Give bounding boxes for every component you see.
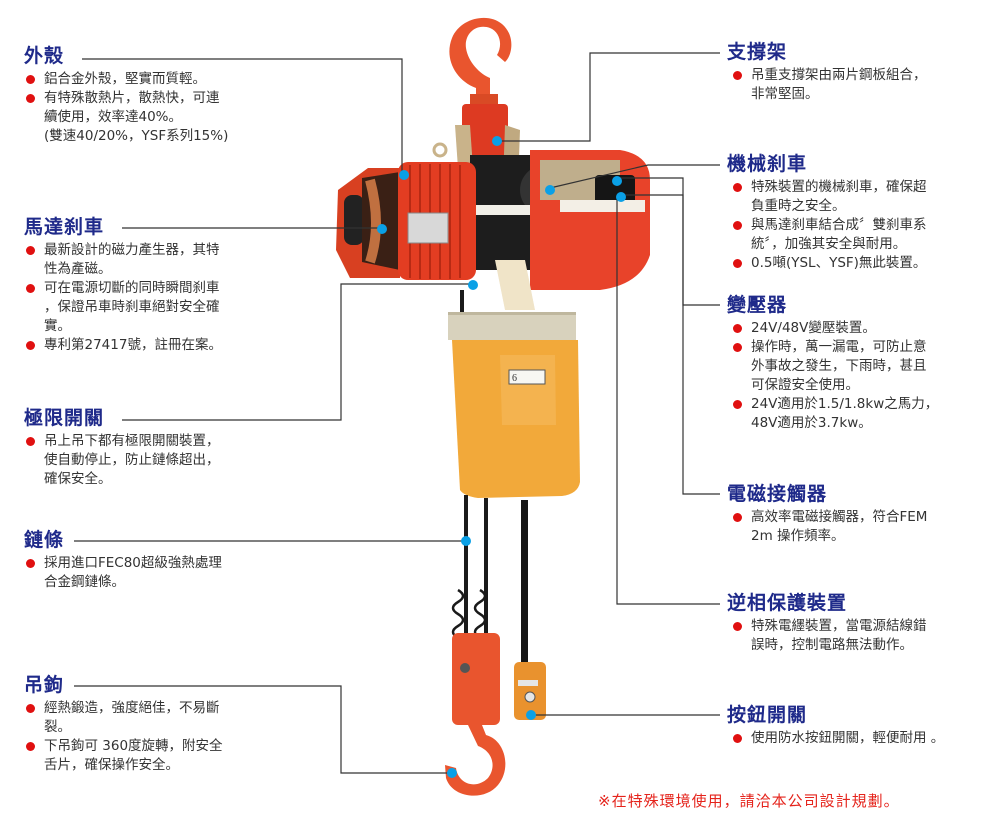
marker-push-button xyxy=(526,710,536,720)
section-title: 鏈條 xyxy=(24,529,65,551)
bullet-item: 操作時，萬一漏電，可防止意 外事故之發生，下雨時，甚且 可保證安全使用。 xyxy=(727,338,995,395)
section-housing: 外殼 鋁合金外殼，堅實而質輕。 有特殊散熱片，散熱快，可連 續使用，效率達40%… xyxy=(24,44,294,146)
section-title: 吊鉤 xyxy=(24,674,65,696)
marker-contactor xyxy=(616,192,626,202)
bullet-dot-icon xyxy=(733,221,742,230)
section-contactor: 電磁接觸器 高效率電磁接觸器，符合FEM 2m 操作頻率。 xyxy=(727,482,995,546)
bullet-item: 採用進口FEC80超級強熱處理 合金鋼鏈條。 xyxy=(24,554,294,592)
section-motor-brake: 馬達刹車 最新設計的磁力產生器，其特 性為產磁。 可在電源切斷的同時瞬間刹車 ，… xyxy=(24,215,294,355)
footnote: ※在特殊環境使用，請洽本公司設計規劃。 xyxy=(598,792,900,810)
callout-markers xyxy=(377,136,626,778)
bullet-dot-icon xyxy=(26,246,35,255)
bullet-item: 使用防水按鈕開關，輕便耐用 。 xyxy=(727,729,995,748)
marker-motor-brake xyxy=(377,224,387,234)
top-hook xyxy=(449,17,512,100)
bullet-dot-icon xyxy=(26,704,35,713)
bullet-dot-icon xyxy=(733,343,742,352)
bullet-dot-icon xyxy=(733,513,742,522)
bullet-item: 與馬達刹車結合成〞雙刹車系 統〞，加強其安全與耐用。 xyxy=(727,216,995,254)
section-mechanical-brake: 機械刹車 特殊裝置的機械刹車，確保超 負重時之安全。 與馬達刹車結合成〞雙刹車系… xyxy=(727,152,995,273)
section-title: 極限開關 xyxy=(24,407,105,429)
bullet-dot-icon xyxy=(733,324,742,333)
bullet-dot-icon xyxy=(733,400,742,409)
bullet-item: 吊上吊下都有極限開關裝置， 使自動停止，防止鏈條超出， 確保安全。 xyxy=(24,432,294,489)
bullet-dot-icon xyxy=(733,259,742,268)
bullet-dot-icon xyxy=(26,75,35,84)
marker-housing xyxy=(399,170,409,180)
marker-mechanical-brake xyxy=(545,185,555,195)
section-title: 按鈕開關 xyxy=(727,704,808,726)
marker-transformer xyxy=(612,176,622,186)
bullet-dot-icon xyxy=(26,559,35,568)
bullet-dot-icon xyxy=(26,284,35,293)
marker-limit-switch xyxy=(468,280,478,290)
section-limit-switch: 極限開關 吊上吊下都有極限開關裝置， 使自動停止，防止鏈條超出， 確保安全。 xyxy=(24,406,294,489)
bullet-item: 有特殊散熱片，散熱快，可連 續使用，效率達40%。 (雙速40/20%，YSF系… xyxy=(24,89,294,146)
bullet-item: 鋁合金外殼，堅實而質輕。 xyxy=(24,70,294,89)
bag-label: 6 xyxy=(512,373,517,384)
bullet-dot-icon xyxy=(733,734,742,743)
section-title: 外殼 xyxy=(24,45,65,67)
section-title: 變壓器 xyxy=(727,294,788,316)
section-title: 支撐架 xyxy=(727,41,788,63)
leader-lines xyxy=(74,52,720,774)
bullet-dot-icon xyxy=(26,341,35,350)
bullet-dot-icon xyxy=(26,742,35,751)
section-title: 機械刹車 xyxy=(727,153,808,175)
lower-hook xyxy=(445,725,506,796)
bullet-item: 特殊電纆裝置，當電源結線錯 誤時，控制電路無法動作。 xyxy=(727,617,995,655)
bullet-item: 24V/48V變壓裝置。 xyxy=(727,319,995,338)
section-hook: 吊鉤 經熱鍛造，強度絕佳，不易斷 裂。 下吊鉤可 360度旋轉，附安全 舌片，確… xyxy=(24,673,294,775)
section-chain: 鏈條 採用進口FEC80超級強熱處理 合金鋼鏈條。 xyxy=(24,528,294,592)
lower-hook-block xyxy=(452,633,500,725)
bullet-dot-icon xyxy=(26,94,35,103)
pendant-control xyxy=(514,662,546,720)
section-push-button: 按鈕開關 使用防水按鈕開關，輕便耐用 。 xyxy=(727,703,995,748)
bullet-item: 可在電源切斷的同時瞬間刹車 ，保證吊車時刹車絕對安全確 實。 xyxy=(24,279,294,336)
section-title: 馬達刹車 xyxy=(24,216,105,238)
marker-support-frame xyxy=(492,136,502,146)
bullet-dot-icon xyxy=(733,71,742,80)
bullet-dot-icon xyxy=(733,183,742,192)
marker-chain xyxy=(461,536,471,546)
section-phase-protection: 逆相保護裝置 特殊電纆裝置，當電源結線錯 誤時，控制電路無法動作。 xyxy=(727,591,995,655)
section-support-frame: 支撐架 吊重支撐架由兩片鋼板組合， 非常堅固。 xyxy=(727,40,995,104)
section-title: 逆相保護裝置 xyxy=(727,592,848,614)
hoist-image: 6 xyxy=(336,17,650,796)
bullet-item: 下吊鉤可 360度旋轉，附安全 舌片，確保操作安全。 xyxy=(24,737,294,775)
bullet-item: 經熱鍛造，強度絕佳，不易斷 裂。 xyxy=(24,699,294,737)
marker-hook xyxy=(447,768,457,778)
bullet-item: 吊重支撐架由兩片鋼板組合， 非常堅固。 xyxy=(727,66,995,104)
bullet-item: 24V適用於1.5/1.8kw之馬力， 48V適用於3.7kw。 xyxy=(727,395,995,433)
bullet-item: 高效率電磁接觸器，符合FEM 2m 操作頻率。 xyxy=(727,508,995,546)
bullet-dot-icon xyxy=(733,622,742,631)
bullet-item: 特殊裝置的機械刹車，確保超 負重時之安全。 xyxy=(727,178,995,216)
section-transformer: 變壓器 24V/48V變壓裝置。 操作時，萬一漏電，可防止意 外事故之發生，下雨… xyxy=(727,293,995,433)
bullet-item: 最新設計的磁力產生器，其特 性為產磁。 xyxy=(24,241,294,279)
bullet-dot-icon xyxy=(26,437,35,446)
section-title: 電磁接觸器 xyxy=(727,483,828,505)
bullet-item: 0.5噸(YSL、YSF)無此裝置。 xyxy=(727,254,995,273)
bullet-item: 專利第27417號，註冊在案。 xyxy=(24,336,294,355)
